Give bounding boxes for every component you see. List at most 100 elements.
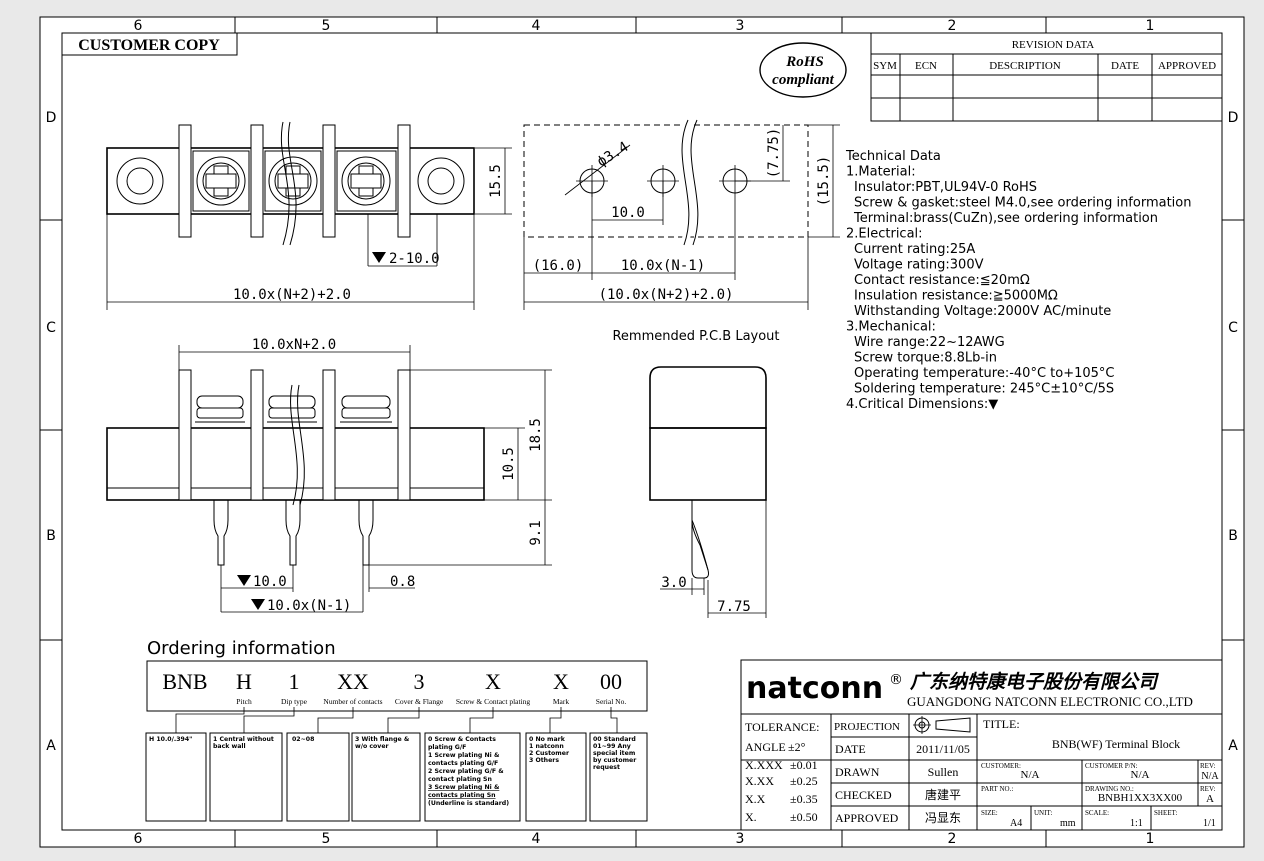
tech-line: Screw torque:8.8Lb-in [854,351,997,366]
part-no-label: PART NO.: [981,785,1013,793]
approved-label: APPROVED [835,811,899,825]
order-option: 02~08 [292,736,314,743]
tech-line: 3.Mechanical: [846,320,936,335]
zone-col-label: 1 [1146,18,1155,34]
tech-line: Withstanding Voltage:2000V AC/minute [854,304,1111,319]
scale-value: 1:1 [1130,818,1143,829]
order-option: by customer [593,757,637,764]
order-option: contact plating Sn [428,776,492,783]
size-label: SIZE: [981,809,998,817]
ordering-heading: Ordering information [147,638,336,659]
order-option: H 10.0/.394" [149,736,192,743]
tech-line: Voltage rating:300V [854,258,984,273]
drawing-no-value: BNBH1XX3XX00 [1098,792,1183,804]
revision-header: APPROVED [1158,60,1216,72]
technical-data: Technical Data 1.Material: Insulator:PBT… [845,149,1196,412]
zone-col-label: 2 [948,18,957,34]
order-code: 3 [414,669,425,694]
zone-row-label: B [1228,528,1238,544]
zone-col-label: 6 [134,831,143,847]
tolerance-value: ±0.50 [790,810,818,824]
tech-line: Terminal:brass(CuZn),see ordering inform… [853,211,1158,226]
zone-row-label: B [46,528,56,544]
tolerance-key: ANGLE [745,740,786,754]
order-code: X [485,669,501,694]
dim-top-pitch: 2-10.0 [389,251,440,267]
tolerance-label: TOLERANCE: [745,720,819,734]
order-option: w/o cover [355,743,390,750]
order-code: X [553,669,569,694]
revision-title: REVISION DATA [1012,39,1095,51]
order-option: 1 Screw plating Ni & [428,752,500,759]
projection-symbol-icon [913,716,971,734]
title-label: TITLE: [983,717,1020,731]
order-option: 2 Customer [529,750,570,757]
revision-header: ECN [915,60,937,72]
paper [40,17,1244,847]
svg-text:3 With flange &w/o cover: 3 With flange &w/o cover [355,736,410,750]
order-option: 1 Central without [213,736,274,743]
zone-col-label: 6 [134,18,143,34]
dim-front-span: 10.0x(N-1) [267,598,351,614]
tech-line: 4.Critical Dimensions:▼ [846,397,998,412]
drawing-title: BNB(WF) Terminal Block [1052,737,1180,751]
tech-line: Technical Data [845,149,941,164]
zone-row-label: C [1228,320,1238,336]
rev-value: A [1206,793,1214,805]
tech-line: Operating temperature:-40°C to+105°C [854,366,1115,381]
order-code: XX [337,669,369,694]
tech-line: Insulation resistance:≧5000MΩ [854,289,1058,304]
zone-col-label: 5 [322,831,331,847]
svg-text:0 No mark 1 natconn: 0 No mark 1 natconn 2 Customer 3 Others [529,736,571,764]
dim-side-width: 3.0 [661,575,686,591]
front-view: 10.0xN+2.0 10.5 18.5 9.1 10.0 0.8 10.0x(… [106,337,552,614]
rev-value: N/A [1201,771,1219,782]
svg-text:02~08: 02~08 [292,736,314,743]
checked-value: 唐建平 [925,787,961,802]
revision-header: DESCRIPTION [989,60,1061,72]
company-name-cn: 广东纳特康电子股份有限公司 [909,671,1160,693]
svg-text:0 Screw & Contacts p: 0 Screw & Contacts plating G/F 1 Screw p… [428,736,509,807]
outer-frame [39,16,1245,848]
pcb-layout-caption: Remmended P.C.B Layout [612,329,779,344]
dim-front-pitch: 10.0 [253,574,287,590]
order-option: request [593,764,620,771]
projection-label: PROJECTION [834,721,900,733]
order-option: special item [593,750,635,757]
tech-line: Insulator:PBT,UL94V-0 RoHS [854,180,1037,195]
registered-mark: ® [889,672,903,688]
tolerance-value: ±0.25 [790,774,818,788]
zone-col-label: 3 [736,831,745,847]
zone-row-label: C [46,320,56,336]
tolerance-value: ±2° [788,740,806,754]
order-code-label: Serial No. [596,697,627,706]
customer-pn-value: N/A [1131,769,1150,781]
date-label: DATE [835,742,866,756]
dim-side-depth: 7.75 [717,599,751,615]
order-code: BNB [162,669,207,694]
dim-pcb-pitch: 10.0 [611,205,645,221]
rohs-line2: compliant [772,72,835,88]
order-option: 01~99 Any [593,743,631,750]
dim-pcb-h2: (15.5) [816,156,832,207]
order-code: H [236,669,252,694]
revision-header: SYM [873,60,897,72]
dim-front-h2: 18.5 [528,418,544,452]
inner-frame [61,32,1223,831]
customer-value: N/A [1021,769,1040,781]
rev-label: REV: [1200,785,1215,793]
dim-front-pin-width: 0.8 [390,574,415,590]
svg-text:00 Standard 01~99 Any: 00 Standard 01~99 Any special item by cu… [593,736,638,771]
zone-row-label: A [1228,738,1238,754]
dim-pcb-span: 10.0x(N-1) [621,258,705,274]
order-option: (Underline is standard) [428,800,509,807]
tech-line: Wire range:22~12AWG [854,335,1005,350]
checked-label: CHECKED [835,788,892,802]
scale-label: SCALE: [1085,809,1109,817]
zone-col-label: 4 [532,831,541,847]
order-code-label: Screw & Contact plating [456,697,531,706]
tolerance-value: ±0.35 [790,792,818,806]
customer-pn-label: CUSTOMER P/N: [1085,762,1138,770]
